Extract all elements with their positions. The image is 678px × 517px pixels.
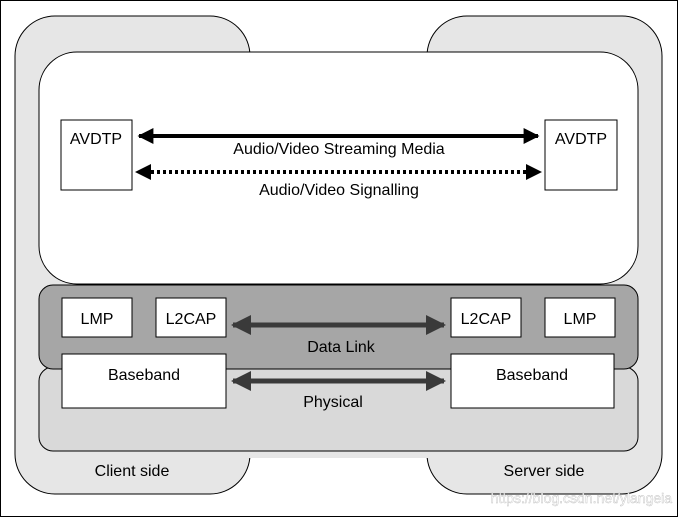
l2cap-right-box	[450, 297, 522, 338]
lmp-right-label: LMP	[564, 311, 597, 328]
avdtp-right-label: AVDTP	[555, 131, 607, 148]
data-link-label: Data Link	[307, 339, 376, 356]
application-layer-band	[38, 51, 639, 285]
avdtp-left-label: AVDTP	[70, 131, 122, 148]
baseband-left-box	[61, 353, 227, 409]
baseband-right-box	[450, 353, 615, 409]
client-side-label: Client side	[95, 463, 170, 480]
lmp-right-box	[544, 297, 616, 338]
avdtp-right-box	[544, 119, 618, 191]
avdtp-left-box	[60, 119, 133, 191]
l2cap-left-label: L2CAP	[166, 311, 217, 328]
server-side-label: Server side	[504, 463, 585, 480]
watermark: https://blog.csdn.net/ylangeia	[491, 490, 673, 506]
signalling-arrowhead-left	[135, 164, 151, 180]
baseband-right-label: Baseband	[496, 367, 568, 384]
signalling-arrowhead-right	[526, 164, 542, 180]
lmp-left-box	[61, 297, 133, 338]
signalling-label: Audio/Video Signalling	[259, 182, 419, 199]
lmp-left-label: LMP	[81, 311, 114, 328]
physical-label: Physical	[303, 394, 363, 411]
l2cap-left-box	[155, 297, 227, 338]
baseband-left-label: Baseband	[108, 367, 180, 384]
l2cap-right-label: L2CAP	[461, 311, 512, 328]
streaming-label: Audio/Video Streaming Media	[233, 141, 444, 158]
